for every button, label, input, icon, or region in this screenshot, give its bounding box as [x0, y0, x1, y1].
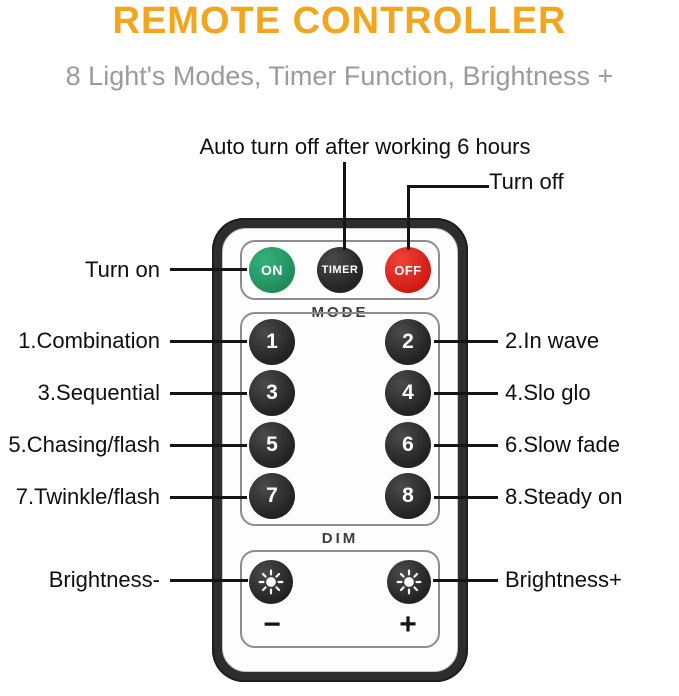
mode-button-group: 1 2 3 4 5 6 7 8	[240, 312, 440, 526]
callout-line-right-brightness	[433, 579, 498, 582]
callout-right-in-wave: 2.In wave	[505, 328, 600, 353]
annotation-line-turn-off-v	[407, 185, 410, 250]
mode-button-2: 2	[385, 319, 431, 366]
minus-sign: −	[263, 608, 281, 641]
callout-left-chasing-flash: 5.Chasing/flash	[8, 432, 160, 457]
mode-button-7: 7	[249, 472, 295, 519]
mode-button-1: 1	[249, 319, 295, 366]
callout-right-slow-fade: 6.Slow fade	[505, 432, 620, 457]
mode-row-2: 3 4	[242, 370, 438, 417]
callout-line-right-2	[434, 392, 498, 395]
mode-button-3: 3	[249, 370, 295, 417]
sun-icon	[258, 569, 284, 595]
dim-buttons-row	[242, 560, 438, 604]
callout-line-left-3	[170, 444, 247, 447]
on-button: ON	[249, 247, 295, 293]
mode-row-3: 5 6	[242, 421, 438, 468]
mode-button-8: 8	[385, 472, 431, 519]
callout-line-left-2	[170, 392, 247, 395]
callout-line-left-1	[170, 340, 247, 343]
brightness-up-button	[387, 560, 431, 604]
mode-row-1: 1 2	[242, 319, 438, 366]
annotation-turn-on: Turn on	[84, 257, 160, 282]
callout-line-right-4	[434, 496, 498, 499]
plus-sign: +	[399, 608, 417, 641]
annotation-auto-off: Auto turn off after working 6 hours	[199, 134, 531, 159]
off-button: OFF	[385, 247, 431, 293]
sun-icon	[396, 569, 422, 595]
callout-line-left-brightness	[170, 579, 248, 582]
annotation-line-turn-on	[170, 268, 247, 271]
page-title: REMOTE CONTROLLER	[112, 0, 567, 42]
dim-button-group: − +	[240, 550, 440, 648]
callout-left-combination: 1.Combination	[18, 328, 160, 353]
annotation-turn-off: Turn off	[489, 169, 564, 194]
dim-signs-row: − +	[242, 608, 438, 642]
callout-line-left-4	[170, 496, 247, 499]
callout-left-twinkle-flash: 7.Twinkle/flash	[15, 484, 160, 509]
remote-controller: ON TIMER OFF MODE 1 2 3 4 5 6 7 8 DIM	[212, 218, 468, 682]
annotation-line-turn-off-h	[407, 185, 489, 188]
callout-line-right-1	[434, 340, 498, 343]
page-subtitle: 8 Light's Modes, Timer Function, Brightn…	[65, 61, 614, 91]
mode-row-4: 7 8	[242, 472, 438, 519]
mode-button-6: 6	[385, 421, 431, 468]
callout-left-sequential: 3.Sequential	[37, 380, 160, 405]
mode-button-5: 5	[249, 421, 295, 468]
timer-button: TIMER	[317, 247, 363, 293]
power-button-group: ON TIMER OFF	[240, 240, 440, 300]
callout-left-brightness-minus: Brightness-	[48, 567, 160, 592]
mode-button-4: 4	[385, 370, 431, 417]
callout-right-steady-on: 8.Steady on	[505, 484, 623, 509]
dim-section-label: DIM	[321, 530, 359, 547]
callout-right-slo-glo: 4.Slo glo	[505, 380, 591, 405]
callout-line-right-3	[434, 444, 498, 447]
brightness-down-button	[249, 560, 293, 604]
callout-right-brightness-plus: Brightness+	[505, 567, 622, 592]
annotation-line-auto-off	[343, 162, 346, 250]
